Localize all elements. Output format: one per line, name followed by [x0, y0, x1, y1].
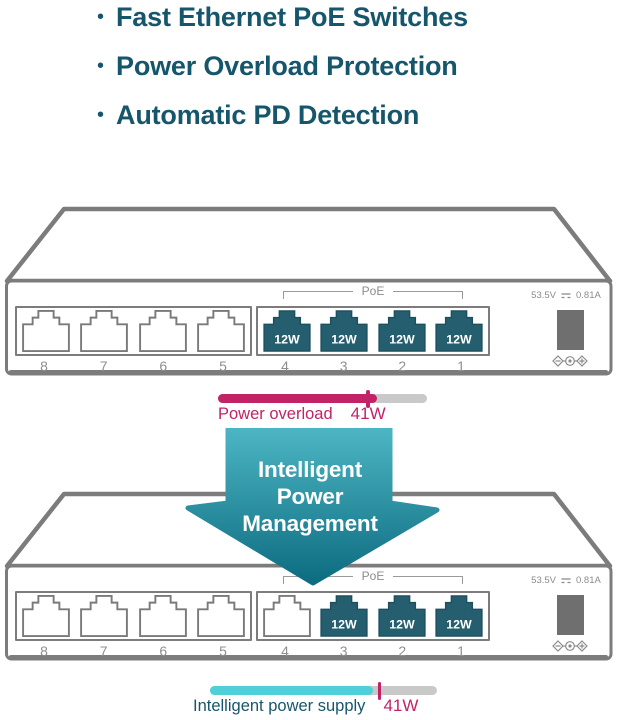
- rj45-port-empty: [22, 310, 70, 352]
- power-jack: [557, 595, 584, 635]
- port-number: 8: [40, 358, 48, 374]
- poe-port-12w: 12W: [378, 310, 426, 352]
- supply-label: Intelligent power supply: [193, 697, 366, 715]
- dc-symbol-icon: [561, 578, 571, 584]
- port-number: 8: [40, 643, 48, 659]
- feature-text: Automatic PD Detection: [116, 100, 420, 130]
- feature-item: • Fast Ethernet PoE Switches: [97, 0, 468, 49]
- poe-port-12w: 12W: [263, 310, 311, 352]
- poe-port-12w: 12W: [320, 595, 368, 637]
- overload-label: Power overload: [218, 405, 333, 423]
- poe-port-group: 12W 12W 12W 12W: [256, 306, 490, 356]
- port-number: 6: [159, 358, 168, 374]
- current-value: 0.81A: [576, 290, 601, 301]
- supply-bar-fill: [210, 686, 374, 695]
- power-rating: 53.5V 0.81A: [520, 575, 612, 586]
- bracket-left-arm: [283, 291, 353, 299]
- port-number: 2: [398, 643, 407, 659]
- poe-port-numbers: 4 3 2 1: [256, 358, 490, 374]
- poe-group-label: PoE: [361, 284, 385, 298]
- power-jack: [557, 310, 584, 350]
- port-number: 2: [398, 358, 407, 374]
- bracket-right-arm: [393, 576, 463, 584]
- port-wattage-label: 12W: [274, 332, 300, 346]
- standard-port-numbers: 8 7 6 5: [15, 358, 252, 374]
- port-wattage-label: 12W: [446, 332, 472, 346]
- arrow-caption-line: Power: [276, 484, 344, 509]
- rj45-port-empty: [22, 595, 70, 637]
- feature-item: • Power Overload Protection: [97, 49, 468, 98]
- rj45-port-empty: [80, 310, 129, 352]
- poe-port-12w: 12W: [435, 595, 483, 637]
- switch-illustration-overloaded: PoE 12W 12W 12W 12W 8 7 6 5 4 3 2 1: [0, 206, 618, 378]
- poe-port-12w: 12W: [378, 595, 426, 637]
- feature-text: Fast Ethernet PoE Switches: [116, 2, 468, 32]
- feature-item: • Automatic PD Detection: [97, 98, 468, 147]
- port-number: 4: [281, 358, 289, 374]
- poe-group-bracket: PoE: [283, 284, 463, 300]
- poe-port-numbers: 4 3 2 1: [256, 643, 490, 659]
- bracket-right-arm: [393, 291, 463, 299]
- port-number: 5: [219, 643, 227, 659]
- rj45-port-empty: [80, 595, 129, 637]
- standard-port-group: [15, 306, 252, 356]
- power-rating: 53.5V 0.81A: [520, 290, 612, 301]
- poe-port-12w: 12W: [435, 310, 483, 352]
- arrow-caption-line: Management: [242, 511, 378, 536]
- overload-bar-marker: [366, 389, 370, 408]
- supply-bar-marker: [377, 681, 382, 700]
- standard-port-group: [15, 591, 252, 641]
- bullet-icon: •: [97, 6, 105, 28]
- bullet-icon: •: [97, 55, 105, 77]
- port-number: 7: [99, 358, 108, 374]
- port-number: 3: [339, 643, 348, 659]
- port-number: 7: [99, 643, 108, 659]
- port-wattage-label: 12W: [389, 332, 415, 346]
- supply-value: 41W: [383, 696, 419, 715]
- poe-port-group: 12W 12W 12W: [256, 591, 490, 641]
- supply-bar-track: [210, 681, 437, 700]
- rj45-port-empty: [197, 310, 245, 352]
- overload-value: 41W: [350, 404, 386, 423]
- feature-bullet-list: • Fast Ethernet PoE Switches • Power Ove…: [97, 0, 468, 147]
- poe-port-12w: 12W: [320, 310, 368, 352]
- feature-text: Power Overload Protection: [116, 51, 458, 81]
- port-number: 4: [281, 643, 289, 659]
- supply-bar-labels: Intelligent power supply 41W: [193, 696, 418, 716]
- current-value: 0.81A: [576, 575, 601, 586]
- port-wattage-label: 12W: [332, 617, 358, 631]
- port-number: 1: [457, 643, 465, 659]
- poe-group-label: PoE: [361, 569, 385, 583]
- voltage-value: 53.5V: [531, 575, 556, 586]
- intelligent-power-arrow: [185, 428, 440, 586]
- port-number: 6: [159, 643, 168, 659]
- overload-bar-fill: [218, 394, 377, 403]
- port-wattage-label: 12W: [332, 332, 358, 346]
- rj45-port-empty: [138, 595, 187, 637]
- arrow-caption: Intelligent Power Management: [195, 456, 425, 537]
- port-wattage-label: 12W: [446, 617, 472, 631]
- standard-port-numbers: 8 7 6 5: [15, 643, 252, 659]
- port-number: 3: [339, 358, 348, 374]
- overload-bar-labels: Power overload 41W: [218, 404, 386, 424]
- rj45-port-empty: [197, 595, 245, 637]
- voltage-value: 53.5V: [531, 290, 556, 301]
- rj45-port-empty: [138, 310, 187, 352]
- bullet-icon: •: [97, 104, 105, 126]
- arrow-caption-line: Intelligent: [257, 457, 363, 482]
- dc-polarity-icon: [552, 640, 588, 652]
- port-wattage-label: 12W: [389, 617, 415, 631]
- port-number: 5: [219, 358, 227, 374]
- overload-bar-track: [218, 389, 427, 408]
- rj45-port-empty: [263, 595, 311, 637]
- dc-symbol-icon: [561, 293, 571, 299]
- port-number: 1: [457, 358, 465, 374]
- dc-polarity-icon: [552, 355, 588, 367]
